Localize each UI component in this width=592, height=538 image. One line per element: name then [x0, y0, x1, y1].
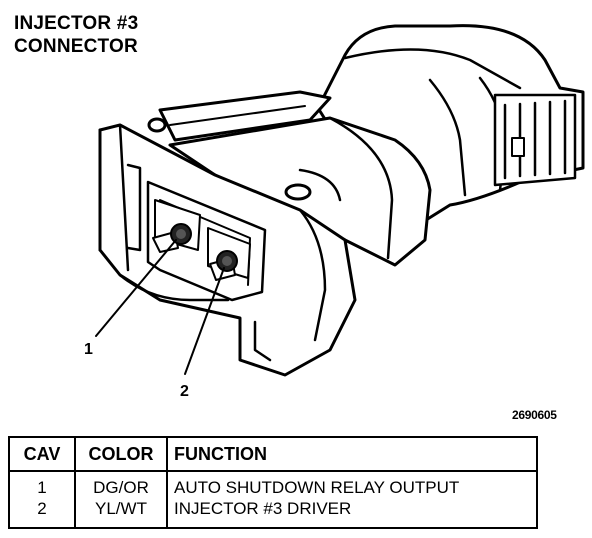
header-function: FUNCTION — [166, 437, 537, 472]
callout-leaders — [95, 239, 225, 375]
connector-latch-arm — [147, 90, 332, 142]
header-cav: CAV — [9, 437, 75, 472]
figure-id: 2690605 — [512, 408, 557, 422]
cell-color: DG/OR — [74, 471, 167, 498]
table-row: 2 YL/WT INJECTOR #3 DRIVER — [9, 498, 537, 528]
table-row: 1 DG/OR AUTO SHUTDOWN RELAY OUTPUT — [9, 471, 537, 498]
cell-function: AUTO SHUTDOWN RELAY OUTPUT — [166, 471, 537, 498]
callout-2-leader — [184, 267, 225, 375]
cell-cav: 1 — [37, 478, 47, 497]
callout-1-leader — [95, 239, 177, 337]
connector-drawing — [95, 24, 585, 377]
connector-shoulder — [168, 116, 432, 267]
table-header-row: CAV COLOR FUNCTION — [9, 437, 537, 472]
title-line-2: CONNECTOR — [14, 36, 138, 57]
diagram-title: INJECTOR #3 CONNECTOR — [14, 12, 138, 58]
header-color: COLOR — [74, 437, 167, 472]
callout-2-label: 2 — [180, 383, 189, 400]
pin-terminals — [170, 223, 238, 272]
callout-1-label: 1 — [84, 341, 93, 358]
title-line-1: INJECTOR #3 — [14, 13, 139, 34]
cell-function: INJECTOR #3 DRIVER — [166, 498, 537, 528]
cell-cav: 2 — [37, 499, 47, 518]
pinout-table: CAV COLOR FUNCTION 1 DG/OR AUTO SHUTDOWN… — [8, 436, 538, 529]
cell-color: YL/WT — [74, 498, 167, 528]
